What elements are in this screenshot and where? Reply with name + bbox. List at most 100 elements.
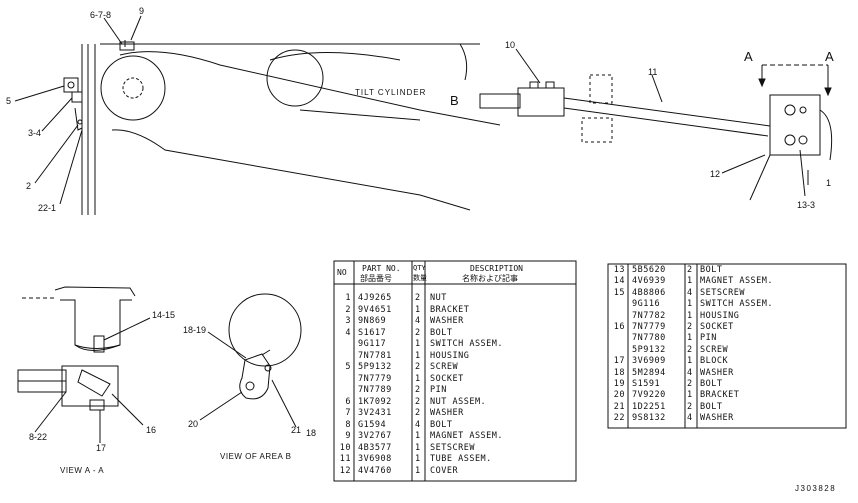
row-description: BOLT <box>430 327 453 338</box>
row-no: 7 <box>345 408 351 418</box>
row-part-no: 4J9265 <box>358 293 392 303</box>
section-a-letter-right: A <box>825 49 834 64</box>
row-part-no: 5P9132 <box>632 344 666 355</box>
row-qty: 2 <box>687 401 693 412</box>
row-no: 12 <box>339 465 351 476</box>
row-part-no: S1617 <box>358 327 387 338</box>
row-qty: 1 <box>415 442 421 453</box>
row-qty: 2 <box>415 396 421 407</box>
callout-12: 12 <box>710 169 721 179</box>
row-no: 3 <box>345 316 351 326</box>
header-qty: QTY <box>413 264 426 272</box>
row-qty: 1 <box>415 431 421 441</box>
row-part-no: 1K7092 <box>358 396 392 407</box>
row-qty: 4 <box>687 287 693 298</box>
row-description: NUT <box>430 293 447 303</box>
row-no: 11 <box>339 454 351 464</box>
row-qty: 1 <box>415 454 421 464</box>
callout-18: 18 <box>306 428 317 438</box>
callout-2: 2 <box>26 181 32 191</box>
row-qty: 1 <box>687 356 693 367</box>
row-description: SWITCH ASSEM. <box>430 339 504 349</box>
row-qty: 1 <box>415 373 421 384</box>
row-description: PIN <box>430 385 447 395</box>
row-part-no: 4V4760 <box>358 465 392 476</box>
row-description: SOCKET <box>700 322 734 332</box>
row-qty: 2 <box>415 385 421 395</box>
row-qty: 4 <box>687 367 693 378</box>
callout-1: 1 <box>826 178 832 188</box>
section-a-letter-left: A <box>744 49 753 64</box>
header-qty-jp: 数量 <box>413 274 427 282</box>
row-no: 22 <box>613 413 625 424</box>
header-no: NO <box>337 268 347 277</box>
row-qty: 1 <box>415 304 421 315</box>
row-qty: 1 <box>415 350 421 361</box>
row-description: BLOCK <box>700 356 729 367</box>
row-part-no: 1D2251 <box>632 401 666 412</box>
row-no: 9 <box>345 431 351 441</box>
row-qty: 1 <box>687 299 693 310</box>
callout-8-22: 8-22 <box>29 432 48 442</box>
row-part-no: 5B5620 <box>632 265 666 275</box>
row-qty: 2 <box>687 265 693 275</box>
row-no: 15 <box>613 287 625 298</box>
header-description: DESCRIPTION <box>470 264 523 273</box>
row-no: 5 <box>345 362 351 372</box>
callout-17: 17 <box>96 443 107 453</box>
view-a-caption: VIEW A - A <box>60 466 105 475</box>
row-part-no: 7N7779 <box>632 322 666 332</box>
row-description: BRACKET <box>430 304 470 315</box>
row-no: 14 <box>613 276 625 287</box>
row-no: 21 <box>613 401 625 412</box>
row-qty: 1 <box>687 390 693 401</box>
callout-14-15: 14-15 <box>152 310 176 320</box>
header-description-jp: 名称および記事 <box>462 274 518 283</box>
callout-20: 20 <box>188 419 199 429</box>
row-no: 17 <box>613 356 625 367</box>
area-b-letter: B <box>450 93 459 108</box>
tilt-cylinder-label: TILT CYLINDER <box>355 88 427 97</box>
row-part-no: 7N7779 <box>358 373 392 384</box>
callout-11: 11 <box>648 67 658 77</box>
row-no: 6 <box>345 396 351 407</box>
row-description: BRACKET <box>700 390 740 401</box>
row-part-no: 7N7789 <box>358 385 392 395</box>
callout-6-7-8: 6-7-8 <box>90 10 112 20</box>
drawing-number: J303828 <box>795 484 837 493</box>
row-qty: 2 <box>687 379 693 389</box>
row-part-no: 5M2894 <box>632 367 666 378</box>
row-description: BOLT <box>430 419 453 430</box>
row-description: MAGNET ASSEM. <box>430 431 504 441</box>
callout-22-1: 22-1 <box>38 203 57 213</box>
row-qty: 4 <box>415 316 421 326</box>
row-description: HOUSING <box>430 350 470 361</box>
row-qty: 2 <box>687 322 693 332</box>
row-qty: 1 <box>415 465 421 476</box>
row-description: TUBE ASSEM. <box>430 454 492 464</box>
row-description: BOLT <box>700 265 723 275</box>
callout-16: 16 <box>146 425 157 435</box>
row-part-no: 3V2431 <box>358 408 392 418</box>
row-part-no: 7N7782 <box>632 310 666 321</box>
row-no: 4 <box>345 327 351 338</box>
row-part-no: 7N7780 <box>632 333 666 344</box>
row-qty: 2 <box>415 362 421 372</box>
row-description: MAGNET ASSEM. <box>700 276 774 287</box>
view-b-caption: VIEW OF AREA B <box>220 452 292 461</box>
row-part-no: 9S8132 <box>632 413 666 424</box>
row-description: PIN <box>700 333 717 344</box>
row-description: SCREW <box>430 362 459 372</box>
callout-10: 10 <box>505 40 516 50</box>
row-description: SWITCH ASSEM. <box>700 299 774 310</box>
row-qty: 1 <box>687 310 693 321</box>
row-qty: 1 <box>687 333 693 344</box>
row-part-no: S1591 <box>632 379 661 389</box>
row-no: 13 <box>613 265 625 275</box>
row-no: 19 <box>613 379 625 389</box>
row-no: 1 <box>345 293 351 303</box>
